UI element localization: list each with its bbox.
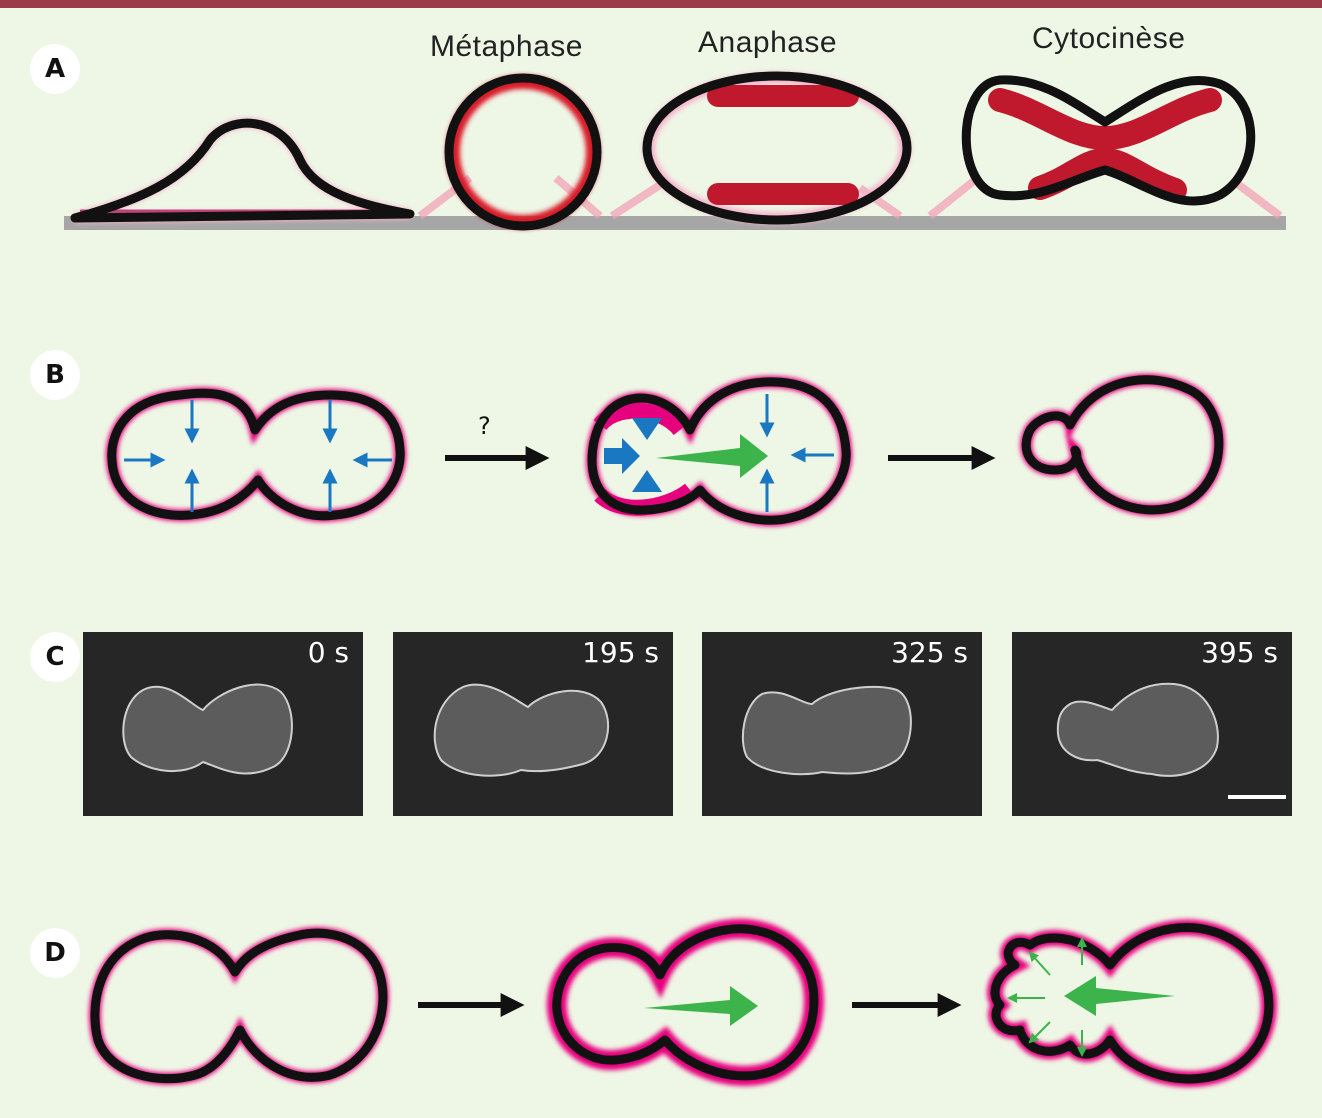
b-cell1-tension-arrows xyxy=(124,400,392,512)
metaphase-cortex xyxy=(446,75,600,229)
b-cell3-cortex xyxy=(1020,373,1225,516)
panel-a-diagram xyxy=(64,71,1286,231)
scale-bar xyxy=(1228,795,1286,799)
d-flow-arrow-2 xyxy=(1064,976,1175,1016)
b-flow-arrow xyxy=(656,434,768,478)
timestamp-395s: 395 s xyxy=(1201,636,1278,669)
micrograph-0s: 0 s xyxy=(83,632,363,816)
substrate xyxy=(64,216,1286,230)
label-metaphase: Métaphase xyxy=(430,30,583,63)
d-cell1 xyxy=(90,928,388,1084)
d-bleb-arrows xyxy=(1007,937,1087,1057)
b-cell1 xyxy=(107,388,405,521)
panel-label-b: B xyxy=(30,350,80,400)
anaphase-cell xyxy=(642,71,912,225)
micrograph-195s: 195 s xyxy=(393,632,673,816)
question-mark: ? xyxy=(478,412,491,440)
timestamp-325s: 325 s xyxy=(891,636,968,669)
panel-label-d: D xyxy=(30,928,80,978)
b-cell2-strong-arrows xyxy=(604,418,662,492)
cell-image-195s xyxy=(433,683,610,777)
b-cell3 xyxy=(1021,375,1224,515)
cytokinesis-myosin-bottom xyxy=(1028,147,1187,202)
cell-image-0s xyxy=(122,683,293,775)
panel-b-diagram xyxy=(105,373,1225,527)
b-cell2 xyxy=(587,377,851,525)
timestamp-0s: 0 s xyxy=(307,636,349,669)
panel-label-a: A xyxy=(30,44,80,94)
label-anaphase: Anaphase xyxy=(698,26,838,59)
d-flow-arrow-1 xyxy=(644,986,758,1026)
interphase-cell xyxy=(70,118,415,223)
timestamp-195s: 195 s xyxy=(582,636,659,669)
label-cytokinesis: Cytocinèse xyxy=(1032,22,1186,55)
cell-image-325s xyxy=(741,685,912,776)
panel-label-c: C xyxy=(30,632,80,682)
panel-d-diagram xyxy=(88,918,1277,1087)
micrograph-395s: 395 s xyxy=(1012,632,1292,816)
metaphase-cell xyxy=(444,73,602,231)
cytokinesis-myosin-top xyxy=(988,88,1222,151)
top-frame-bar xyxy=(0,0,1322,8)
d-cell2 xyxy=(552,924,819,1081)
d-cell3-cortex xyxy=(987,919,1277,1087)
d-cell3 xyxy=(990,923,1274,1084)
b-cell2-tension-arrows xyxy=(759,394,834,512)
d-cell1-cortex xyxy=(88,927,389,1085)
b-cell1-cortex xyxy=(105,387,407,522)
micrograph-325s: 325 s xyxy=(702,632,982,816)
cell-image-395s xyxy=(1056,682,1219,777)
cytokinesis-cell xyxy=(961,75,1256,206)
